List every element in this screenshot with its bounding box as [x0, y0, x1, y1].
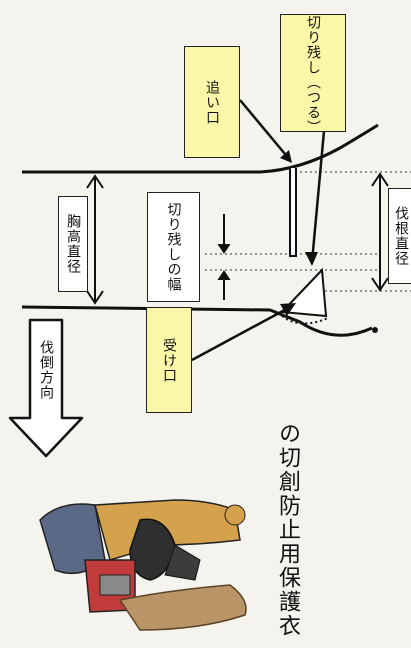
back-cut-leader [239, 99, 291, 161]
back-cut-label: 追い口 [184, 46, 240, 158]
hinge-leader [310, 119, 327, 263]
hinge-label: 切り残し（つる） [280, 14, 346, 135]
stump-arrowhead-top [371, 172, 389, 187]
dbh-arrowhead-top [86, 174, 104, 189]
hinge-width-arrowhead-bottom [217, 270, 231, 281]
hinge-width-label: 切り残しの幅 [147, 192, 200, 302]
dbh-arrowhead-bottom [86, 290, 104, 305]
face-cut-label: 受け口 [146, 307, 192, 413]
stump-arrowhead-bottom [371, 277, 389, 292]
worker-illustration [39, 499, 247, 631]
back-cut [289, 168, 297, 257]
stump-diameter-label: 伐根直径 [388, 188, 411, 284]
face-cut-leader-head [280, 303, 296, 316]
trunk-upper-outline [22, 123, 379, 174]
dbh-label: 胸高直径 [58, 196, 88, 292]
trunk-lower-outline [21, 305, 373, 337]
felling-direction-arrow [8, 318, 84, 458]
protective-wear-label: の切創防止用保護衣 [275, 422, 300, 638]
hinge-width-arrowhead-top [217, 243, 231, 254]
back-cut-leader-head [280, 150, 292, 163]
trunk-end-dot [372, 327, 378, 333]
hinge-leader-head [305, 252, 318, 266]
face-cut-leader [191, 304, 293, 362]
felling-direction-label: 伐倒方向 [38, 340, 54, 400]
